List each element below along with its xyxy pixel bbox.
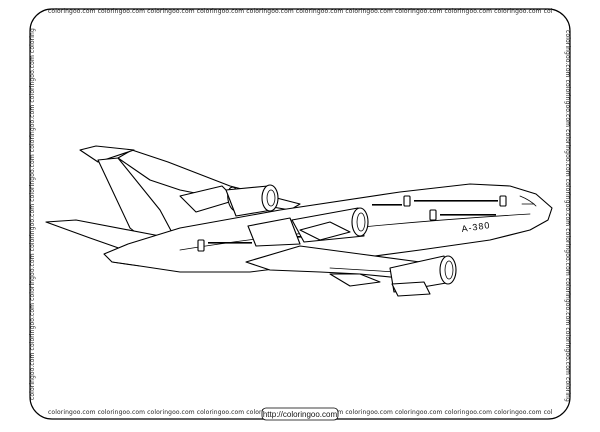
airplane-illustration: A-380 [45, 145, 553, 297]
engine-near-right [389, 255, 457, 297]
far-wingtip-fence [79, 145, 135, 163]
tail-cone-line [111, 261, 141, 267]
engine-pylon-mid [247, 217, 301, 247]
belly-fairing [299, 221, 351, 241]
door-rear [197, 239, 205, 252]
near-wing-fairing [329, 273, 381, 287]
door-front [429, 209, 437, 221]
engine-far-inner [225, 184, 279, 217]
door-nose [499, 195, 507, 207]
border-watermark-left: coloringoo.com coloringoo.com coloringoo… [0, 0, 36, 400]
border-watermark-top: coloringoo.com coloringoo.com coloringoo… [0, 0, 553, 15]
window-row-upper [372, 200, 498, 206]
footer-url-box [261, 407, 339, 421]
footer-url[interactable]: http://coloringoo.com [263, 410, 338, 419]
door-upper [403, 195, 411, 207]
cockpit-line [519, 195, 537, 207]
near-wing-flap [329, 267, 397, 273]
fuselage-label: A-380 [461, 220, 491, 234]
